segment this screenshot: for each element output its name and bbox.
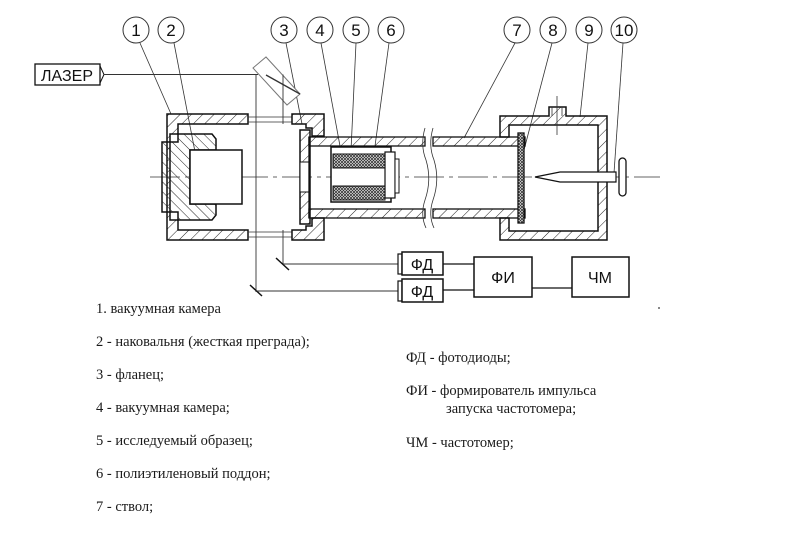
- svg-text:10: 10: [615, 21, 634, 40]
- svg-text:5: 5: [351, 21, 360, 40]
- laser-block: ЛАЗЕР: [34, 63, 258, 86]
- svg-text:ФД: ФД: [411, 257, 434, 274]
- photodiode-2: ФД: [397, 278, 444, 303]
- callout-3: 3: [270, 16, 303, 125]
- svg-text:ФИ: ФИ: [491, 270, 515, 287]
- callout-1: 1: [122, 16, 172, 115]
- legend-item-1: 1. вакуумная камера: [96, 301, 221, 317]
- legend-item-6: 6 - полиэтиленовый поддон;: [96, 466, 271, 482]
- callout-8: 8: [523, 16, 567, 151]
- svg-text:7: 7: [512, 21, 521, 40]
- legend-item-3: 3 - фланец;: [96, 367, 165, 383]
- sample-assembly: [330, 146, 400, 203]
- witness-plate: [517, 132, 525, 224]
- callout-4: 4: [306, 16, 341, 147]
- svg-text:ЛАЗЕР: ЛАЗЕР: [41, 68, 93, 85]
- pulse-former-block: ФИ: [473, 256, 533, 298]
- callout-10: 10: [610, 16, 638, 174]
- svg-text:3: 3: [279, 21, 288, 40]
- legend-item-7: 7 - ствол;: [96, 499, 154, 515]
- svg-text:ЧМ: ЧМ: [588, 270, 612, 287]
- legend-item-2: 2 - наковальня (жесткая преграда);: [96, 334, 310, 350]
- target-chamber: [499, 96, 608, 241]
- legend-item-5: 5 - исследуемый образец;: [96, 433, 253, 449]
- mirror-1: [275, 257, 290, 271]
- svg-text:8: 8: [548, 21, 557, 40]
- svg-text:ФД: ФД: [411, 284, 434, 301]
- anvil: [161, 133, 243, 221]
- legend-chm: ЧМ - частотомер;: [406, 435, 514, 451]
- flange: [291, 113, 325, 241]
- legend-fi-line2: запуска частотомера;: [446, 400, 577, 417]
- svg-text:4: 4: [315, 21, 324, 40]
- barrel: [308, 127, 526, 229]
- probe-needle: [534, 157, 627, 197]
- legend-fd: ФД - фотодиоды;: [406, 350, 511, 366]
- callout-9: 9: [575, 16, 603, 118]
- callout-6: 6: [374, 16, 405, 147]
- vacuum-chamber-left: [166, 113, 292, 241]
- beam-splitter: [252, 56, 301, 292]
- mirror-2: [249, 284, 263, 297]
- callout-7: 7: [463, 16, 531, 139]
- legend-fi: ФИ - формирователь импульса запуска част…: [406, 384, 596, 416]
- svg-text:6: 6: [386, 21, 395, 40]
- legend-item-4: 4 - вакуумная камера;: [96, 400, 230, 416]
- svg-text:2: 2: [166, 21, 175, 40]
- svg-text:9: 9: [584, 21, 593, 40]
- legend-fi-line1: ФИ - формирователь импульса: [406, 383, 597, 399]
- frequency-meter-block: ЧМ: [571, 256, 630, 298]
- photodiode-1: ФД: [397, 251, 444, 276]
- svg-text:1: 1: [131, 21, 140, 40]
